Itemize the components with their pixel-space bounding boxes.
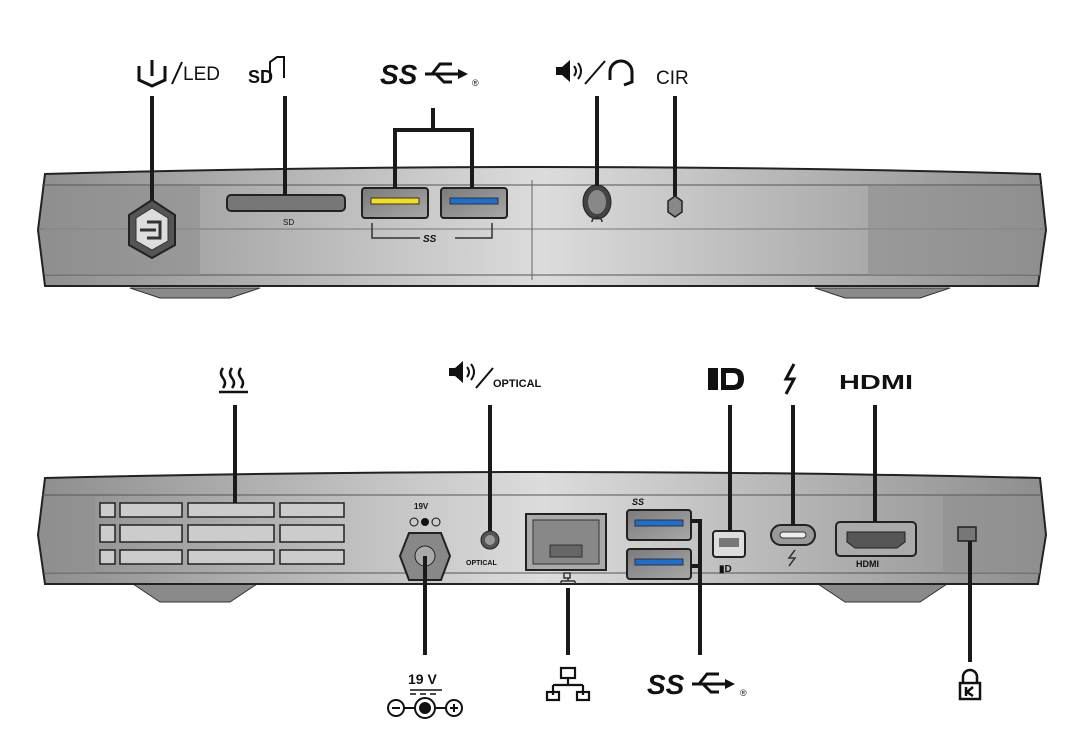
usb-port-back-bottom[interactable] <box>626 548 692 580</box>
usb-back-label: SS ® <box>647 669 747 700</box>
hdmi-panel-mark: HDMI <box>856 559 879 569</box>
audio-headset-label <box>556 59 634 87</box>
ss-text: SS <box>380 59 418 90</box>
dc-panel-mark: 19V <box>414 502 429 511</box>
dc-polarity-small-icon <box>409 517 441 527</box>
front-panel: SD SS <box>36 166 1048 299</box>
optical-label: OPTICAL <box>449 361 542 390</box>
thunderbolt-panel-mark-icon <box>787 549 797 567</box>
power-led-label: LED <box>137 60 220 88</box>
front-foot-left <box>129 287 261 299</box>
dc-in-label: 19 V <box>387 671 463 719</box>
displayport-icon <box>708 368 744 390</box>
security-lock-slot <box>957 526 977 542</box>
usb-superspeed-label: SS ® <box>380 59 479 90</box>
dc-voltage-text: 19 V <box>408 671 437 687</box>
speaker-icon <box>556 60 582 82</box>
power-icon <box>137 60 167 88</box>
front-left-cap <box>45 186 200 275</box>
registered-mark: ® <box>472 78 479 88</box>
usb-back-panel-mark: SS <box>632 497 644 507</box>
headset-icon <box>608 59 634 87</box>
thunderbolt-icon <box>783 363 797 395</box>
sd-text: SD <box>248 67 273 87</box>
front-right-cap <box>868 186 1040 275</box>
optical-panel-mark: OPTICAL <box>466 560 497 567</box>
usb-port-back-top[interactable] <box>626 509 692 541</box>
slash-icon <box>171 61 183 85</box>
usb-panel-bracket <box>371 223 493 239</box>
kensington-lock-icon <box>958 668 982 701</box>
ss-text: SS <box>647 669 685 700</box>
headphone-mark-icon <box>591 216 603 223</box>
dc-polarity-icon <box>387 697 463 719</box>
usb-trident-icon <box>692 672 735 694</box>
ethernet-port[interactable] <box>525 513 607 571</box>
usb-panel-mark: SS <box>423 234 437 245</box>
air-vents <box>99 502 345 565</box>
mini-displayport[interactable] <box>712 530 746 558</box>
sd-card-slot[interactable] <box>226 194 346 212</box>
slash-icon <box>475 367 494 389</box>
back-leaders <box>233 405 972 662</box>
usb-trident-icon <box>425 62 468 84</box>
audio-jack[interactable] <box>582 184 612 220</box>
speaker-icon <box>449 361 475 383</box>
slash-icon <box>584 60 606 85</box>
back-left-cap <box>45 496 95 573</box>
thunderbolt-usb-c-port[interactable] <box>770 524 816 546</box>
lan-panel-mark-icon <box>560 572 576 584</box>
power-button[interactable] <box>128 198 176 260</box>
heat-vent-icon <box>219 367 248 394</box>
usb-port-blue[interactable] <box>440 187 508 219</box>
sd-label: SD <box>248 56 285 87</box>
led-text: LED <box>183 64 220 85</box>
displayport-panel-mark: ▮D <box>719 564 732 575</box>
optical-text: OPTICAL <box>493 378 542 390</box>
cir-label: CIR <box>656 68 689 89</box>
hdmi-label: HDMI <box>839 372 913 394</box>
front-foot-right <box>814 287 951 299</box>
back-panel: 19V OPTICAL SS <box>36 471 1048 603</box>
sd-card-icon <box>269 56 285 78</box>
front-leaders <box>150 96 677 200</box>
lan-network-icon <box>545 666 591 702</box>
registered-mark: ® <box>740 688 747 698</box>
sd-slot-mark: SD <box>283 218 294 227</box>
cir-sensor <box>667 195 683 218</box>
usb-port-yellow[interactable] <box>361 187 429 219</box>
optical-audio-jack[interactable] <box>480 530 500 550</box>
hdmi-port[interactable] <box>835 521 917 557</box>
